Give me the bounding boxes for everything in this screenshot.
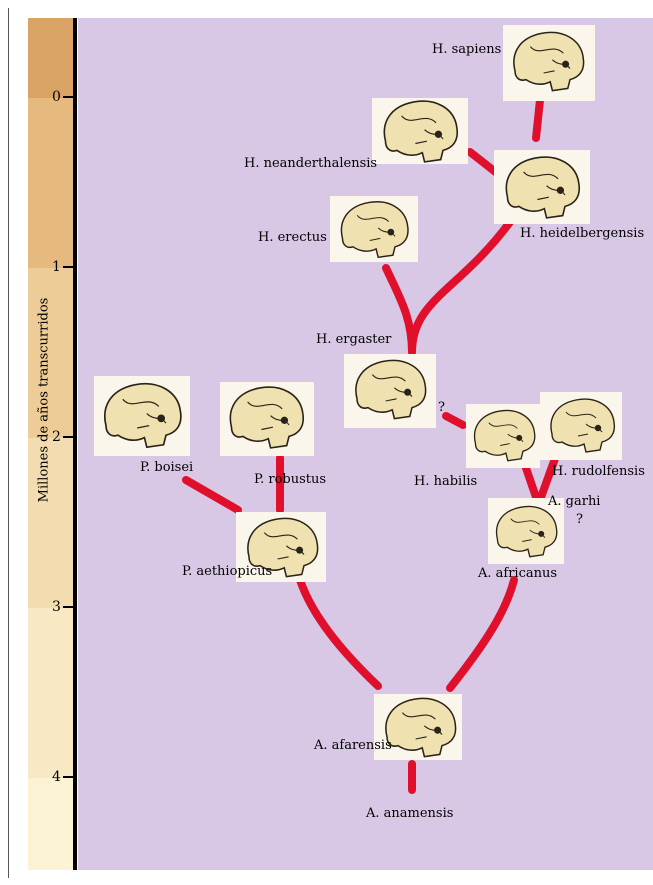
branch-afarensis-aethiopicus xyxy=(300,580,378,686)
skull-h-habilis-icon xyxy=(466,404,540,468)
label-h-neanderthalensis: H. neanderthalensis xyxy=(244,156,377,171)
branch-aethiopicus-boisei xyxy=(186,480,238,510)
skull-h-sapiens-icon xyxy=(503,25,595,101)
skull-h-neanderthalensis-icon xyxy=(372,98,468,164)
branch-heidelbergensis-neanderthalensis xyxy=(470,152,498,174)
label-a-africanus: A. africanus xyxy=(478,566,557,581)
label-p-boisei: P. boisei xyxy=(140,460,193,475)
branch-ergaster-heidelbergensis xyxy=(412,222,510,352)
skull-p-robustus-icon xyxy=(220,382,314,456)
branch-habilis-ergaster xyxy=(446,416,463,425)
label-h-ergaster: H. ergaster xyxy=(316,332,391,347)
skull-h-rudolfensis-icon xyxy=(540,392,622,460)
label-h-habilis: H. habilis xyxy=(414,474,477,489)
branch-afarensis-africanus xyxy=(450,580,514,688)
label-p-aethiopicus: P. aethiopicus xyxy=(182,564,272,579)
skull-p-boisei-icon xyxy=(94,376,190,456)
label-p-robustus: P. robustus xyxy=(254,472,326,487)
label-a-garhi: A. garhi xyxy=(548,494,600,509)
label-h-sapiens: H. sapiens xyxy=(432,42,501,57)
skull-h-heidelbergensis-icon xyxy=(494,150,590,224)
skull-h-erectus-icon xyxy=(330,196,418,262)
label-h-heidelbergensis: H. heidelbergensis xyxy=(520,226,644,241)
uncertain-mark: ? xyxy=(438,400,445,415)
label-h-rudolfensis: H. rudolfensis xyxy=(552,464,645,479)
uncertain-mark: ? xyxy=(576,512,583,527)
label-a-anamensis: A. anamensis xyxy=(366,806,453,821)
label-h-erectus: H. erectus xyxy=(258,230,327,245)
label-a-afarensis: A. afarensis xyxy=(314,738,392,753)
branch-heidelbergensis-sapiens xyxy=(536,100,540,138)
skull-h-ergaster-icon xyxy=(344,354,436,428)
